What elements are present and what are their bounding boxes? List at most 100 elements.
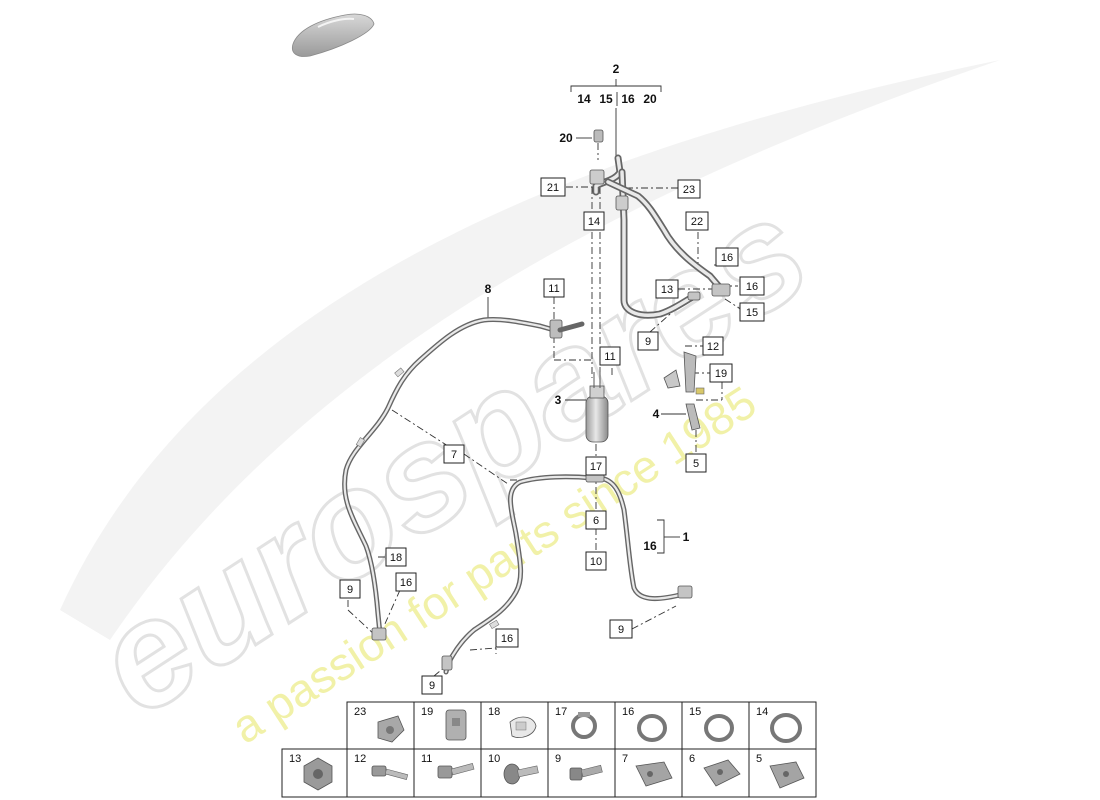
leader-lines (347, 137, 743, 677)
svg-text:6: 6 (689, 753, 695, 765)
svg-text:22: 22 (691, 216, 703, 228)
o-ring-icon (637, 714, 667, 742)
svg-text:19: 19 (715, 368, 727, 380)
svg-text:19: 19 (421, 706, 433, 718)
sleeve-icon (355, 437, 366, 448)
svg-text:12: 12 (707, 341, 719, 353)
callout-21: 21 (540, 177, 566, 197)
fitting-icon (677, 585, 693, 599)
fitting-icon (371, 627, 387, 641)
callout-11-a: 11 (543, 278, 565, 298)
callout-16-c: 16 (395, 572, 417, 592)
watermark: eurospares a passion for parts since 198… (60, 60, 1000, 753)
svg-text:23: 23 (683, 184, 695, 196)
group-sub-14: 14 (577, 92, 591, 106)
svg-text:17: 17 (555, 706, 567, 718)
parts-grid: 23 19 18 17 16 15 14 (281, 701, 817, 798)
callout-14: 14 (583, 211, 605, 231)
retainer-icon (769, 761, 805, 789)
callout-13: 13 (655, 279, 679, 299)
parts-grid-cell: 19 (413, 701, 482, 750)
group-sub-16: 16 (621, 92, 635, 106)
retainer-icon (635, 761, 673, 787)
sleeve-icon (394, 367, 405, 378)
svg-text:9: 9 (429, 680, 435, 692)
callout-17: 17 (585, 456, 607, 476)
svg-text:14: 14 (756, 706, 768, 718)
parts-grid-cell: 10 (480, 748, 549, 798)
fitting-icon (711, 283, 731, 297)
callout-16-a: 16 (715, 247, 739, 267)
callout-7: 7 (443, 444, 465, 464)
svg-text:11: 11 (604, 351, 615, 363)
svg-text:16: 16 (746, 281, 758, 293)
svg-text:6: 6 (593, 515, 599, 527)
fitting-icon (441, 655, 453, 671)
o-ring-icon (704, 714, 734, 742)
group-number: 2 (613, 62, 620, 76)
svg-text:12: 12 (354, 753, 366, 765)
callout-11-b: 11 (599, 346, 621, 366)
callout-22: 22 (685, 211, 709, 231)
retainer-icon (703, 759, 741, 787)
svg-text:14: 14 (588, 216, 600, 228)
svg-text:23: 23 (354, 706, 366, 718)
clip-icon (509, 716, 537, 738)
svg-text:16: 16 (400, 577, 412, 589)
callout-9-c: 9 (609, 619, 633, 639)
svg-text:18: 18 (488, 706, 500, 718)
nut-icon (303, 757, 333, 791)
callout-9-b: 9 (339, 579, 361, 599)
flange-bolt-icon (503, 763, 539, 785)
callout-5: 5 (685, 453, 707, 473)
parts-grid-cell: 5 (748, 748, 817, 798)
svg-text:10: 10 (488, 753, 500, 765)
callouts: 21 23 14 22 16 16 13 15 11 9 11 12 19 5 … (339, 177, 765, 695)
parts-grid-cell: 15 (681, 701, 750, 750)
bolt-icon (371, 765, 409, 780)
callout-16-b: 16 (739, 276, 765, 296)
svg-text:5: 5 (756, 753, 762, 765)
svg-text:17: 17 (590, 461, 602, 473)
holder-icon (445, 709, 467, 741)
label-1: 1 (683, 530, 690, 544)
callout-18: 18 (385, 547, 407, 567)
svg-text:16: 16 (622, 706, 634, 718)
svg-text:7: 7 (622, 753, 628, 765)
holder-4-icon (685, 387, 705, 431)
hose-clamp-icon (571, 712, 597, 739)
svg-text:18: 18 (390, 552, 402, 564)
fitting-icon (589, 169, 605, 185)
label-20: 20 (559, 131, 573, 145)
parts-grid-cell: 18 (480, 701, 549, 750)
callout-9-a: 9 (637, 331, 659, 351)
bracket-11-icon (549, 319, 585, 339)
group-sub-15: 15 (599, 92, 613, 106)
o-ring-icon (770, 713, 802, 743)
callout-6: 6 (585, 510, 607, 530)
sleeve-icon (489, 619, 500, 630)
parts-grid-cell: 14 (748, 701, 817, 750)
svg-text:9: 9 (555, 753, 561, 765)
svg-text:13: 13 (661, 284, 673, 296)
callout-12: 12 (702, 336, 724, 356)
svg-text:15: 15 (746, 307, 758, 319)
bracket-clip-icon (377, 715, 405, 743)
parts-grid-cell: 6 (681, 748, 750, 798)
parts-grid-cell: 17 (547, 701, 616, 750)
fitting-icon (687, 291, 701, 301)
svg-text:16: 16 (501, 633, 513, 645)
valve-20-icon (593, 129, 604, 143)
parts-grid-cell: 7 (614, 748, 683, 798)
svg-text:7: 7 (451, 449, 457, 461)
svg-text:11: 11 (421, 753, 432, 765)
parts-grid-cell: 9 (547, 748, 616, 798)
label-16-bracket: 16 (643, 539, 657, 553)
svg-text:11: 11 (548, 283, 559, 295)
dryer-canister-3-icon (585, 372, 609, 443)
car-silhouette-icon (291, 13, 375, 57)
parts-grid-cell: 12 (346, 748, 415, 798)
svg-text:21: 21 (547, 182, 559, 194)
